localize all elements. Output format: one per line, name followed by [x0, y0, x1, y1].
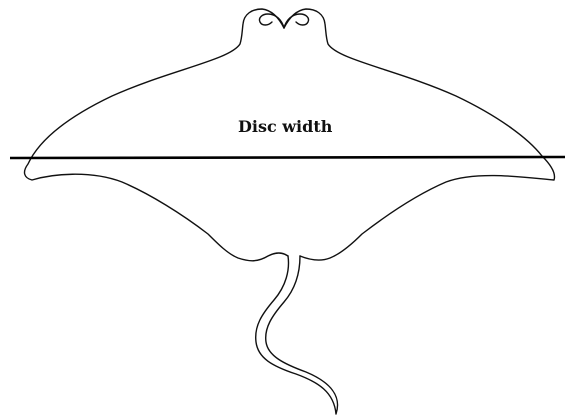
manta-ray-tail — [256, 256, 338, 414]
disc-width-measure-line — [10, 157, 565, 158]
left-cephalic-fin — [259, 14, 284, 28]
right-cephalic-fin — [284, 14, 309, 28]
disc-width-label: Disc width — [238, 117, 333, 136]
